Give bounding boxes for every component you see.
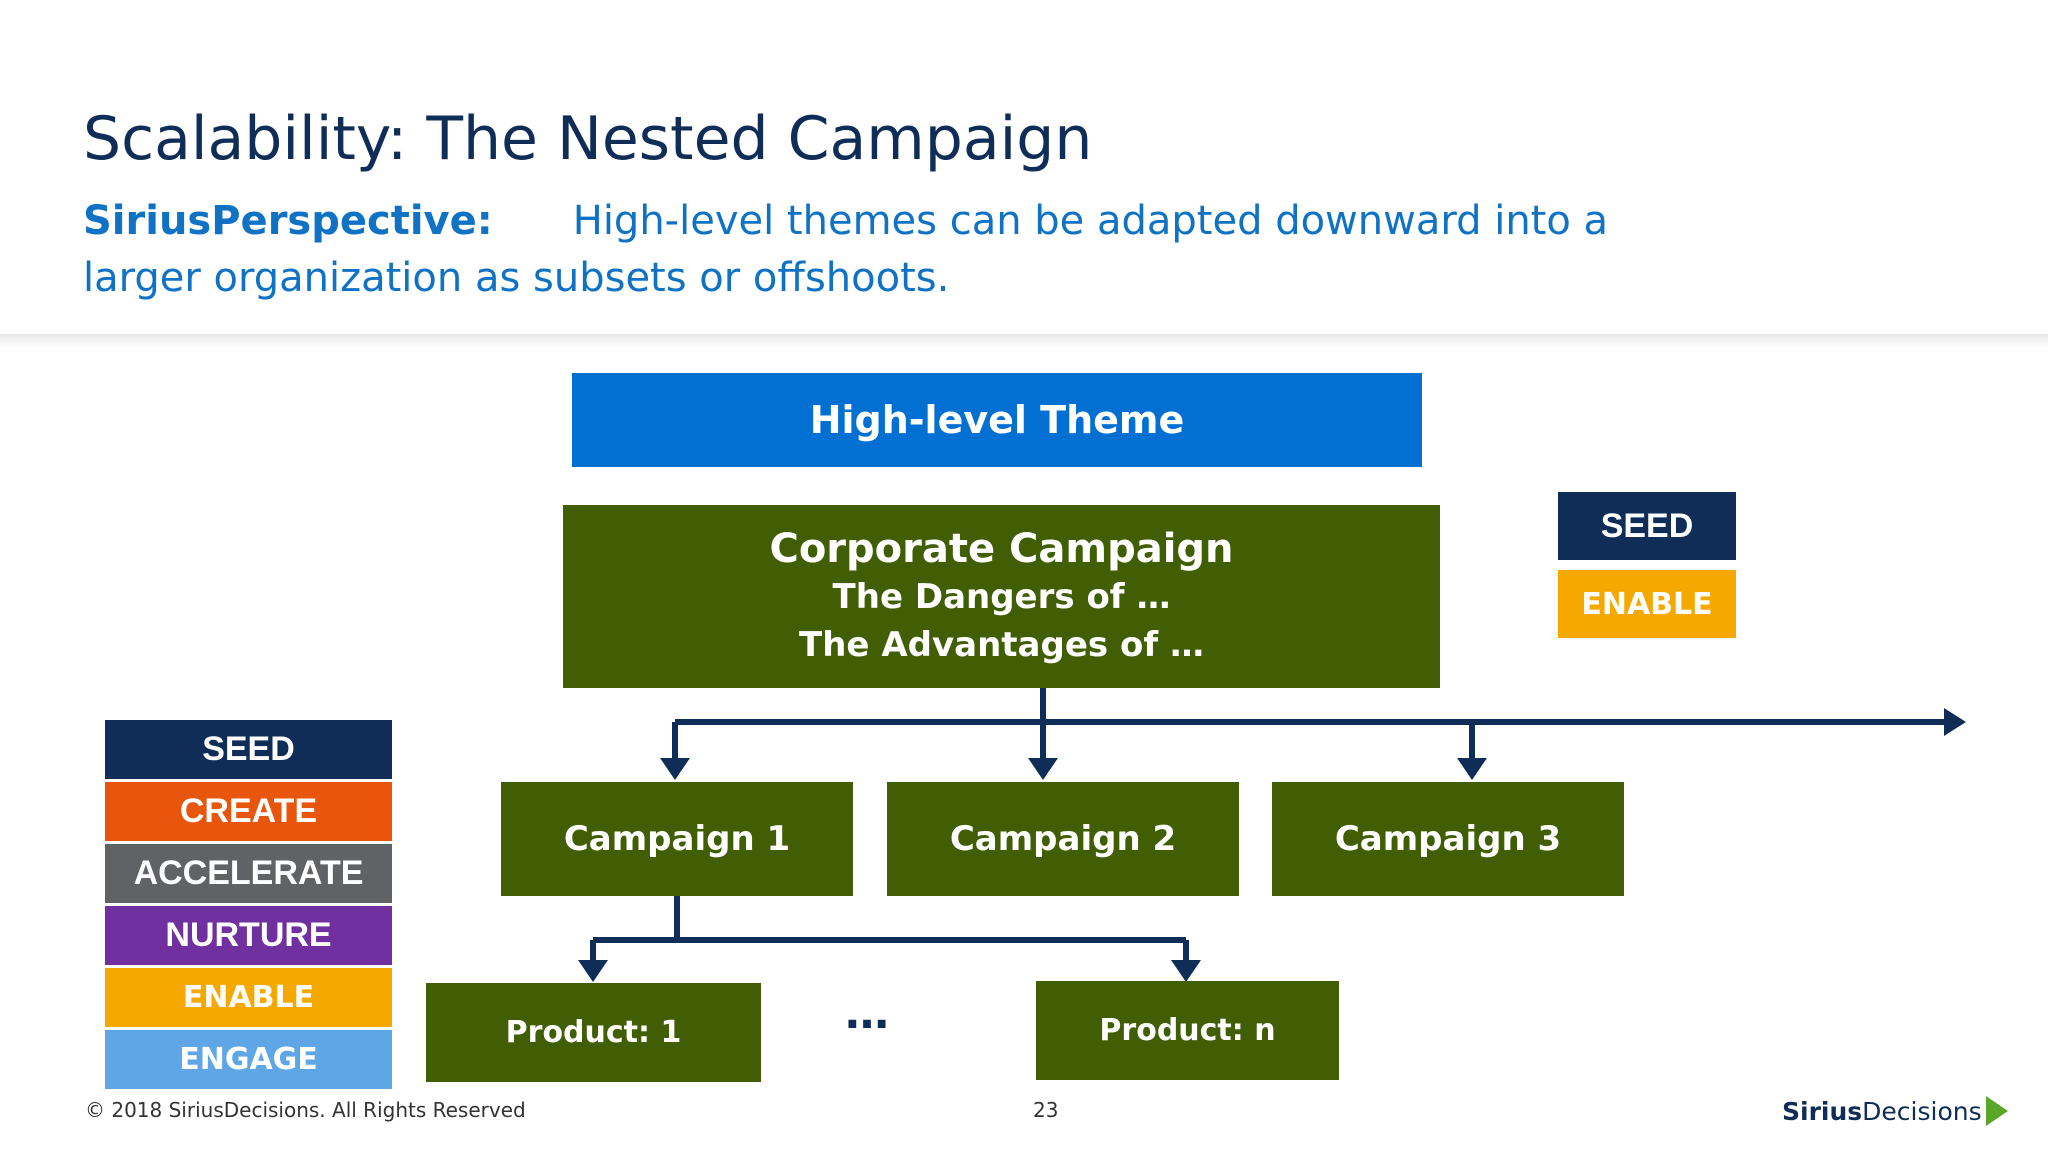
ellipsis: … [845,988,897,1039]
perspective-text: High-level themes can be adapted downwar… [83,198,1609,301]
legend-nurture: NURTURE [105,906,392,965]
corporate-campaign-line-1: The Dangers of … [832,576,1171,617]
key-seed: SEED [1558,492,1736,560]
corporate-campaign-title: Corporate Campaign [769,525,1234,572]
campaign-2-box: Campaign 2 [887,782,1239,896]
arrowhead-product-n [1171,960,1201,982]
header-divider [0,334,2048,348]
corporate-campaign-box: Corporate Campaign The Dangers of … The … [563,505,1440,688]
brand-logo-regular: Decisions [1862,1096,1982,1126]
key-enable: ENABLE [1558,570,1736,638]
copyright-notice: © 2018 SiriusDecisions. All Rights Reser… [85,1098,526,1122]
legend-enable: ENABLE [105,968,392,1027]
arrowhead-product-1 [578,960,608,982]
campaign-3-box: Campaign 3 [1272,782,1624,896]
brand-logo-bold: Sirius [1782,1096,1863,1126]
page-number: 23 [1033,1098,1059,1122]
legend-seed: SEED [105,720,392,779]
product-1-box: Product: 1 [426,983,761,1082]
legend-create: CREATE [105,782,392,841]
campaign-1-box: Campaign 1 [501,782,853,896]
legend-accelerate: ACCELERATE [105,844,392,903]
brand-arrow-icon [1985,1096,2008,1126]
perspective-label: SiriusPerspective: [83,198,493,244]
product-n-box: Product: n [1036,981,1339,1080]
high-level-theme-box: High-level Theme [572,373,1422,467]
perspective-statement: SiriusPerspective:High-level themes can … [83,193,1723,307]
slide-title: Scalability: The Nested Campaign [83,104,1093,174]
corporate-campaign-line-2: The Advantages of … [799,624,1204,665]
legend-engage: ENGAGE [105,1030,392,1089]
arrowhead-campaign-1 [660,758,690,780]
arrowhead-campaign-2 [1028,758,1058,780]
arrowhead-timeline [1944,708,1966,736]
arrowhead-campaign-3 [1457,758,1487,780]
stage-legend: SEED CREATE ACCELERATE NURTURE ENABLE EN… [105,720,392,1089]
